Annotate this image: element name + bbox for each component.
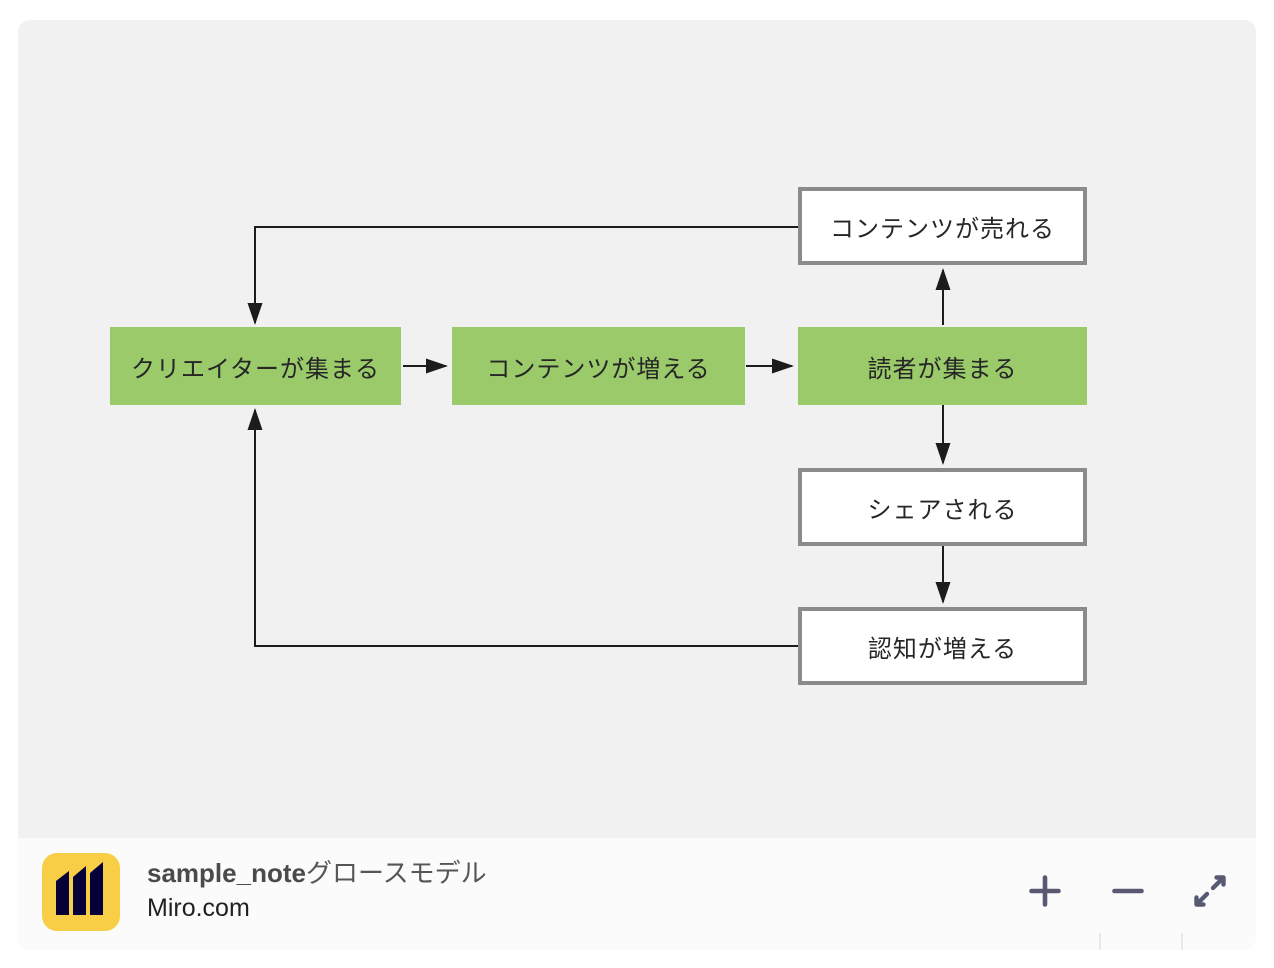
provider-label: Miro.com: [147, 894, 250, 922]
node-content-sells: コンテンツが売れる: [798, 187, 1087, 265]
zoom-out-button[interactable]: [1096, 859, 1160, 923]
node-creators: クリエイターが集まる: [110, 327, 401, 405]
board-title: sample_noteグロースモデル: [147, 856, 487, 891]
edge-contentsells-to-creators: [247, 226, 798, 325]
miro-logo[interactable]: [41, 852, 121, 932]
flow-arrows: [247, 226, 951, 647]
node-awareness-grows: 認知が増える: [798, 607, 1087, 685]
fullscreen-button[interactable]: [1178, 859, 1242, 923]
node-shared: シェアされる: [798, 468, 1087, 546]
board-canvas[interactable]: クリエイターが集まる コンテンツが増える 読者が集まる コンテンツが売れる シェ…: [18, 20, 1256, 838]
miro-embed-card: クリエイターが集まる コンテンツが増える 読者が集まる コンテンツが売れる シェ…: [18, 20, 1256, 950]
minus-icon: [1112, 888, 1144, 894]
footer-divider: [1099, 933, 1101, 950]
embed-info-link[interactable]: sample_noteグロースモデル Miro.com: [147, 856, 487, 925]
footer-divider: [1181, 933, 1183, 950]
edge-awareness-to-creators: [247, 408, 798, 647]
node-readers: 読者が集まる: [798, 327, 1087, 405]
zoom-in-button[interactable]: [1013, 859, 1077, 923]
node-content-grows: コンテンツが増える: [452, 327, 745, 405]
miro-logo-icon: [42, 853, 120, 931]
plus-icon: [1029, 875, 1061, 907]
expand-arrows-icon: [1194, 875, 1226, 907]
board-title-latin: sample_note: [147, 858, 306, 888]
board-title-ja: グロースモデル: [305, 859, 487, 889]
